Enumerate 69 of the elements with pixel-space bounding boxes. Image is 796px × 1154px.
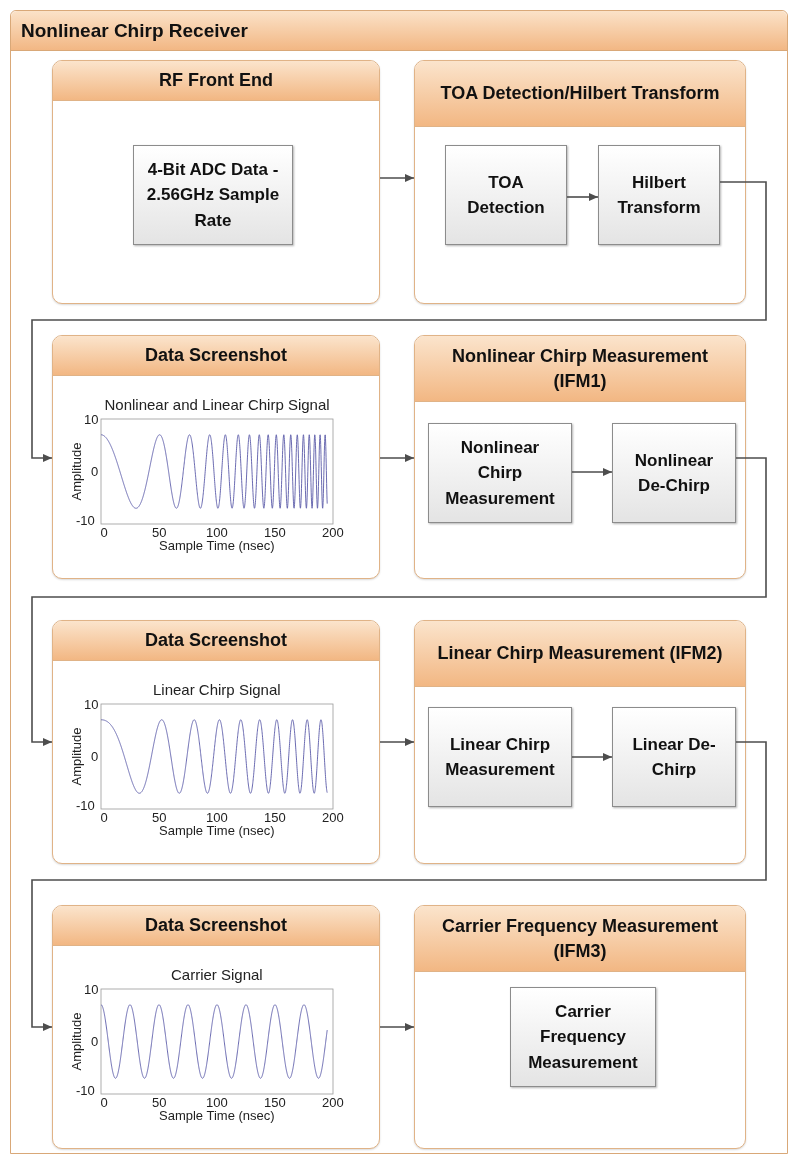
process-box: TOA Detection: [445, 145, 567, 245]
arrow: [379, 174, 415, 182]
axis-tick-label: 0: [91, 1035, 99, 1048]
axis-tick-label: 10: [84, 697, 99, 711]
panel-header: Data Screenshot: [53, 336, 379, 376]
container-header: Nonlinear Chirp Receiver: [11, 11, 787, 51]
axis-tick-label: 100: [206, 811, 228, 824]
process-box: Hilbert Transform: [598, 145, 720, 245]
chart-title: Carrier Signal: [171, 967, 263, 982]
process-panel: [414, 905, 746, 1149]
axis-tick-label: 200: [322, 526, 344, 539]
panel-header: Nonlinear Chirp Measurement (IFM1): [415, 336, 745, 402]
axis-tick-label: 150: [264, 1096, 286, 1109]
process-box: Linear De-Chirp: [612, 707, 736, 807]
axis-tick-label: 0: [91, 465, 99, 478]
process-box: Nonlinear De-Chirp: [612, 423, 736, 523]
axis-tick-label: 50: [152, 526, 167, 539]
axis-tick-label: 50: [152, 1096, 167, 1109]
process-panel: [414, 335, 746, 579]
axis-tick-label: -10: [76, 1083, 95, 1097]
process-panel: [414, 620, 746, 864]
axis-tick-label: -10: [76, 513, 95, 527]
arrow: [31, 457, 767, 746]
arrow: [571, 753, 613, 761]
chart-title: Nonlinear and Linear Chirp Signal: [104, 397, 330, 412]
arrow: [379, 454, 415, 462]
panel-header: Data Screenshot: [53, 906, 379, 946]
arrow: [31, 741, 767, 1031]
axis-title: Amplitude: [70, 1012, 84, 1071]
arrow: [379, 1023, 415, 1031]
axis-title: Amplitude: [70, 727, 84, 786]
process-box: Linear Chirp Measurement: [428, 707, 572, 807]
process-panel: [52, 620, 380, 864]
process-panel: [414, 60, 746, 304]
axis-tick-label: 10: [84, 982, 99, 996]
process-panel: [52, 60, 380, 304]
axis-title: Amplitude: [70, 442, 84, 501]
chart-title: Linear Chirp Signal: [153, 682, 281, 697]
process-panel: [52, 335, 380, 579]
axis-title: Sample Time (nsec): [159, 539, 275, 552]
axis-tick-label: 150: [264, 526, 286, 539]
panel-header: Data Screenshot: [53, 621, 379, 661]
arrow: [571, 468, 613, 476]
axis-tick-label: -10: [76, 798, 95, 812]
axis-tick-label: 0: [100, 526, 108, 539]
panel-header: TOA Detection/Hilbert Transform: [415, 61, 745, 127]
process-box: 4-Bit ADC Data - 2.56GHz Sample Rate: [133, 145, 293, 245]
axis-title: Sample Time (nsec): [159, 824, 275, 837]
axis-tick-label: 200: [322, 811, 344, 824]
arrow: [566, 193, 599, 201]
process-box: Nonlinear Chirp Measurement: [428, 423, 572, 523]
panel-header: Carrier Frequency Measurement (IFM3): [415, 906, 745, 972]
panel-header: Linear Chirp Measurement (IFM2): [415, 621, 745, 687]
axis-tick-label: 10: [84, 412, 99, 426]
container-panel: [10, 10, 788, 1154]
axis-title: Sample Time (nsec): [159, 1109, 275, 1122]
panel-header: RF Front End: [53, 61, 379, 101]
process-panel: [52, 905, 380, 1149]
axis-tick-label: 0: [100, 811, 108, 824]
axis-tick-label: 150: [264, 811, 286, 824]
axis-tick-label: 100: [206, 526, 228, 539]
axis-tick-label: 200: [322, 1096, 344, 1109]
arrow: [379, 738, 415, 746]
process-box: Carrier Frequency Measurement: [510, 987, 656, 1087]
axis-tick-label: 50: [152, 811, 167, 824]
axis-tick-label: 0: [100, 1096, 108, 1109]
arrow: [31, 181, 767, 462]
axis-tick-label: 100: [206, 1096, 228, 1109]
axis-tick-label: 0: [91, 750, 99, 763]
